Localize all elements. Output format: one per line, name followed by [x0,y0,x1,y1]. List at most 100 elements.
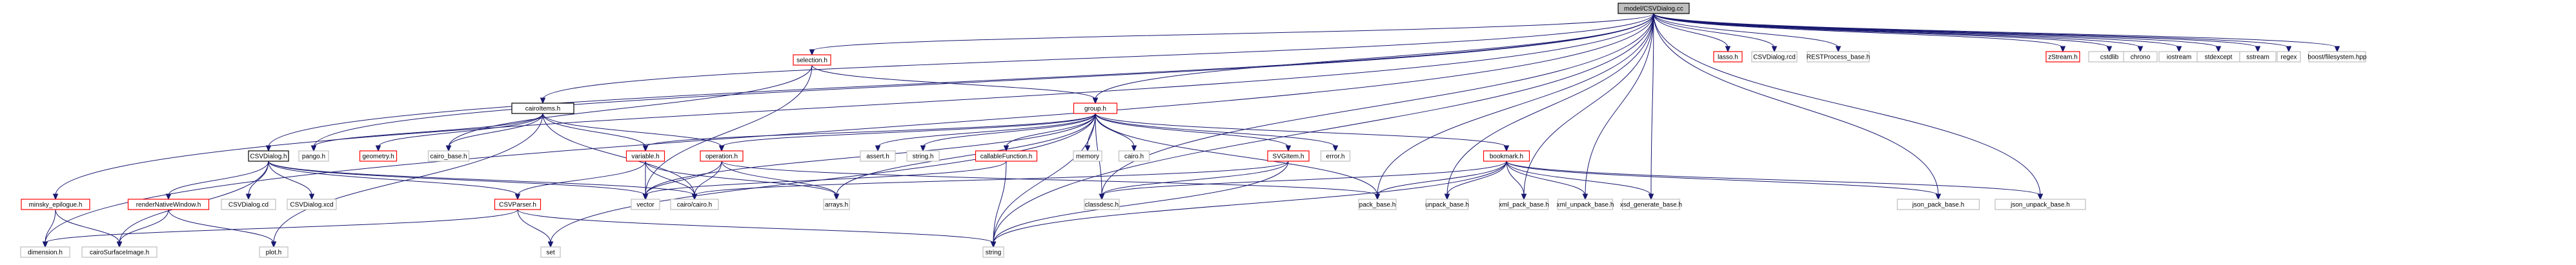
edge-csvdialog_h-to-rnw [168,161,269,196]
arrowhead-rnw-to-cairosurface [116,241,123,248]
edge-csvdialog_h-to-vector [268,161,646,196]
edge-svgitem-to-cairo_cairo [694,161,1289,196]
node-root[interactable]: model/CSVDialog.cc [1618,3,1690,14]
edge-root-to-string [993,13,1654,244]
node-bookmark[interactable]: bookmark.h [1483,150,1530,162]
node-box [975,150,1038,162]
node-label: bookmark.h [1490,153,1523,161]
node-box [1267,150,1310,162]
node-rnw[interactable]: renderNativeWindow.h [127,199,210,210]
arrowhead-root-to-cairoitems [540,97,546,104]
edge-csvdialog_h-to-csvdialog_xcd [268,161,312,196]
arrowhead-csvparser-to-set [547,241,554,248]
node-box [1499,199,1549,210]
arrowhead-operation-to-arrays [833,193,840,201]
edge-callable-to-vector [645,161,1007,196]
node-pango: pango.h [298,150,329,162]
arrowhead-svgitem-to-cairo_cairo [691,193,698,201]
arrowhead-root-to-zstream [2060,46,2066,53]
node-box [2239,51,2277,63]
node-box [540,246,561,258]
node-box [1358,199,1397,210]
node-box [20,246,70,258]
node-cairo_h: cairo.h [1118,150,1150,162]
edge-csvparser-to-string [517,209,994,244]
node-operation[interactable]: operation.h [700,150,744,162]
node-box [2277,51,2301,63]
node-lasso[interactable]: lasso.h [1713,51,1743,63]
node-box [1425,199,1469,210]
node-label: variable.h [631,153,659,161]
edge-callable-to-string [993,161,1007,244]
node-zstream[interactable]: zStream.h [2045,51,2080,63]
node-label: zStream.h [2048,54,2078,61]
arrowhead-root-to-boostfs [2334,46,2340,53]
node-cairoitems[interactable]: cairoItems.h [511,103,574,114]
node-group[interactable]: group.h [1073,103,1118,114]
node-box [625,150,665,162]
arrowhead-root-to-lasso [1725,46,1731,53]
node-box [298,150,329,162]
edge-csvparser-to-set [517,209,551,244]
node-label: json_unpack_base.h [2010,202,2070,209]
edge-operation-to-pack_base [721,161,1378,196]
node-cairo_cairo: cairo/cairo.h [670,199,719,210]
arrowhead-root-to-sstream [2255,46,2261,53]
node-label: plot.h [266,250,281,257]
edge-bookmark-to-string [993,161,1507,244]
node-label: lasso.h [1718,54,1738,61]
node-box [860,150,896,162]
node-classdesc: classdesc.h [1084,199,1120,210]
node-box [2045,51,2080,63]
edge-csvdialog_h-to-csvparser [268,161,518,196]
node-svgitem[interactable]: SVGItem.h [1267,150,1310,162]
node-label: geometry.h [362,153,394,161]
node-box [1751,51,1798,63]
arrowhead-root-to-regex [2286,46,2292,53]
edge-group-to-svgitem [1095,113,1289,148]
node-box [1073,150,1102,162]
arrowhead-bookmark-to-xml_unpack [1582,193,1588,201]
edge-operation-to-vector [645,161,722,196]
edge-cairoitems-to-cairo_cairo [542,113,695,196]
arrowhead-bookmark-to-pack_base [1374,193,1381,201]
arrowhead-cairoitems-to-geometry [375,145,381,152]
arrowhead-selection-to-group [1092,97,1099,104]
node-label: cairo.h [1124,153,1144,161]
node-set: set [540,246,561,258]
node-chrono: chrono [2123,51,2158,63]
node-sstream: sstream [2239,51,2277,63]
node-stdexcept: stdexcept [2196,51,2240,63]
node-dimension: dimension.h [20,246,70,258]
node-csvdialog_h[interactable]: CSVDialog.h [248,150,289,162]
node-box [248,150,289,162]
node-callable[interactable]: callableFunction.h [975,150,1038,162]
edge-root-to-lasso [1653,13,1729,48]
edge-group-to-bookmark [1095,113,1507,148]
edge-variable-to-cairo_cairo [645,161,695,196]
edge-group-to-arrays [836,113,1096,196]
node-box [81,246,157,258]
node-geometry[interactable]: geometry.h [359,150,398,162]
node-label: dimension.h [28,250,63,257]
node-cairosurface: cairoSurfaceImage.h [81,246,157,258]
node-plot: plot.h [259,246,289,258]
arrowhead-bookmark-to-json_unpack [2037,193,2044,201]
node-error: error.h [1320,150,1351,162]
edge-group-to-operation [721,113,1096,148]
edge-bookmark-to-unpack_base [1446,161,1507,196]
node-csvparser[interactable]: CSVParser.h [494,199,542,210]
node-label: pack_base.h [1359,202,1396,209]
node-label: json_pack_base.h [1912,202,1965,209]
node-selection[interactable]: selection.h [793,54,831,66]
edge-rnw-to-cairosurface [119,209,169,244]
node-epilogue[interactable]: minsky_epilogue.h [21,199,90,210]
arrowhead-rnw-to-plot [270,241,277,248]
edge-root-to-boostfs [1653,13,2338,48]
arrowhead-root-to-selection [809,49,815,56]
node-label: classdesc.h [1085,202,1119,209]
node-variable[interactable]: variable.h [625,150,665,162]
node-box [700,150,744,162]
node-box [494,199,542,210]
node-box [221,199,276,210]
